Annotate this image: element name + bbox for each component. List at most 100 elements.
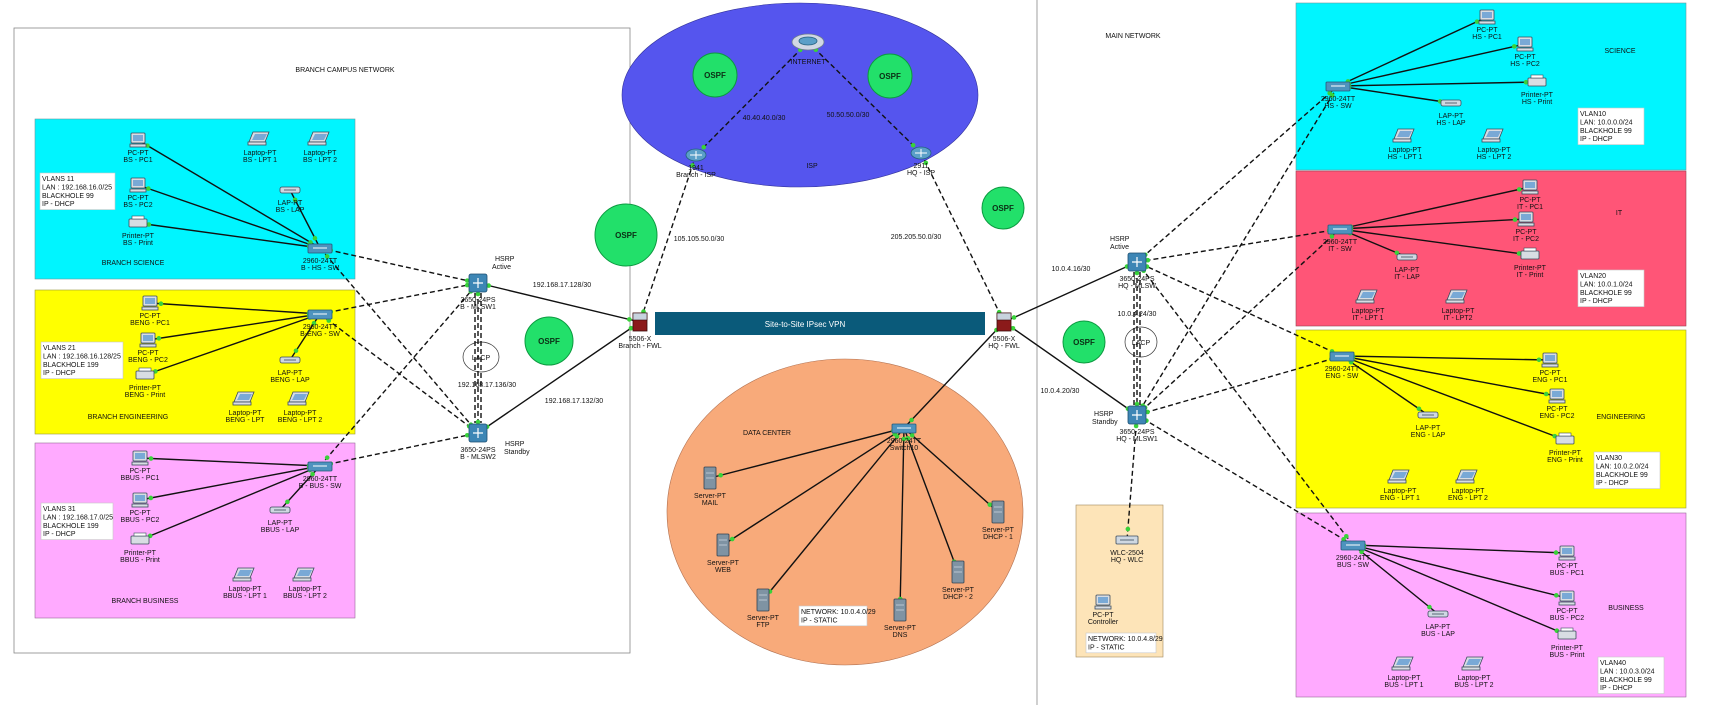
info-line: LAN: 10.0.1.0/24 [1580, 281, 1633, 288]
link-beng-print-to-beng-sw [144, 313, 321, 376]
device-model-label: PC-PT [1520, 197, 1542, 204]
link-it-pc1-to-it-sw [1339, 186, 1531, 230]
link-b-mlsw1-to-branch-fw [477, 282, 641, 323]
device-name-label: HQ - FWL [988, 343, 1020, 350]
device-model-label: PC-PT [130, 510, 152, 517]
link-beng-pc2-to-beng-sw [147, 313, 321, 341]
info-line: IP - STATIC [801, 617, 838, 624]
link-branch-isp-to-branch-fw [639, 154, 697, 323]
device-name-label: Branch - FWL [618, 343, 661, 350]
zone-label-it: IT [1616, 210, 1623, 217]
port-indicator [1145, 257, 1151, 263]
device-model-label: Laptop-PT [1352, 308, 1385, 315]
link-eng-lap-to-eng-sw [1341, 355, 1429, 416]
hsrp-hq-standby-2: Standby [1092, 419, 1118, 426]
info-line: BLACKHOLE 99 [1580, 290, 1632, 297]
info-line: IP - DHCP [1596, 480, 1629, 487]
port-indicator [310, 471, 315, 477]
link-bus-sw-to-hq-mlsw1 [1136, 414, 1354, 546]
device-name-label: DNS [893, 632, 908, 639]
link-dc-switch-to-srv-dhcp2 [903, 427, 959, 573]
link-hs-print-to-hs-sw [1337, 81, 1538, 87]
link-bs-print-to-bs-sw [137, 222, 321, 249]
device-model-label: PC-PT [128, 150, 150, 157]
device-model-label: PC-PT [1477, 27, 1499, 34]
device-hq-fw[interactable]: 5506-XHQ - FWL [988, 312, 1020, 350]
device-model-label: Printer-PT [124, 550, 157, 557]
link-it-sw-to-hq-mlsw [1136, 228, 1341, 263]
device-internet[interactable]: INTERNET [791, 33, 827, 66]
device-model-label: Printer-PT [1514, 265, 1547, 272]
port-indicator [1010, 326, 1016, 331]
info-line: IP - DHCP [42, 201, 75, 208]
link-dc-switch-to-srv-ftp [762, 427, 905, 601]
